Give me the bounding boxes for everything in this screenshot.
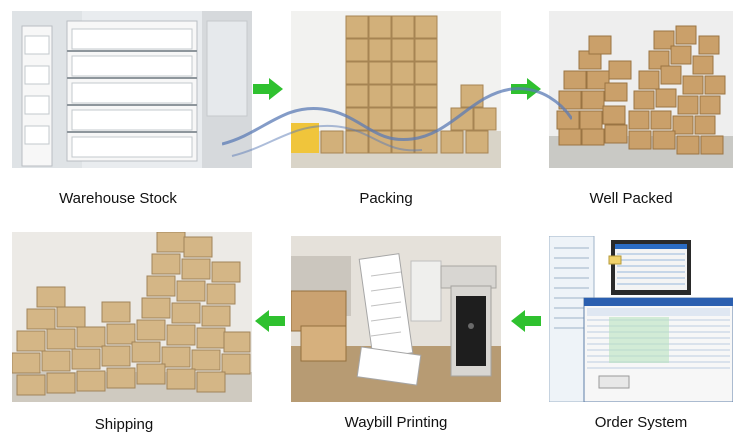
photo-order-system [549, 236, 733, 402]
arrow-left-icon [255, 310, 285, 332]
photo-waybill-printing [291, 236, 501, 402]
photo-well-packed [549, 11, 733, 168]
caption-packing: Packing [359, 190, 413, 207]
photo-shipping [12, 232, 252, 402]
photo-packing [291, 11, 501, 168]
caption-order-system: Order System [594, 414, 688, 431]
arrow-left-icon [511, 310, 541, 332]
photo-warehouse-stock [12, 11, 252, 168]
caption-warehouse-stock: Warehouse Stock [59, 190, 177, 207]
caption-shipping: Shipping [94, 416, 154, 433]
caption-well-packed: Well Packed [589, 190, 673, 207]
caption-waybill-printing: Waybill Printing [344, 414, 448, 431]
arrow-right-icon [511, 78, 541, 100]
arrow-right-icon [253, 78, 283, 100]
